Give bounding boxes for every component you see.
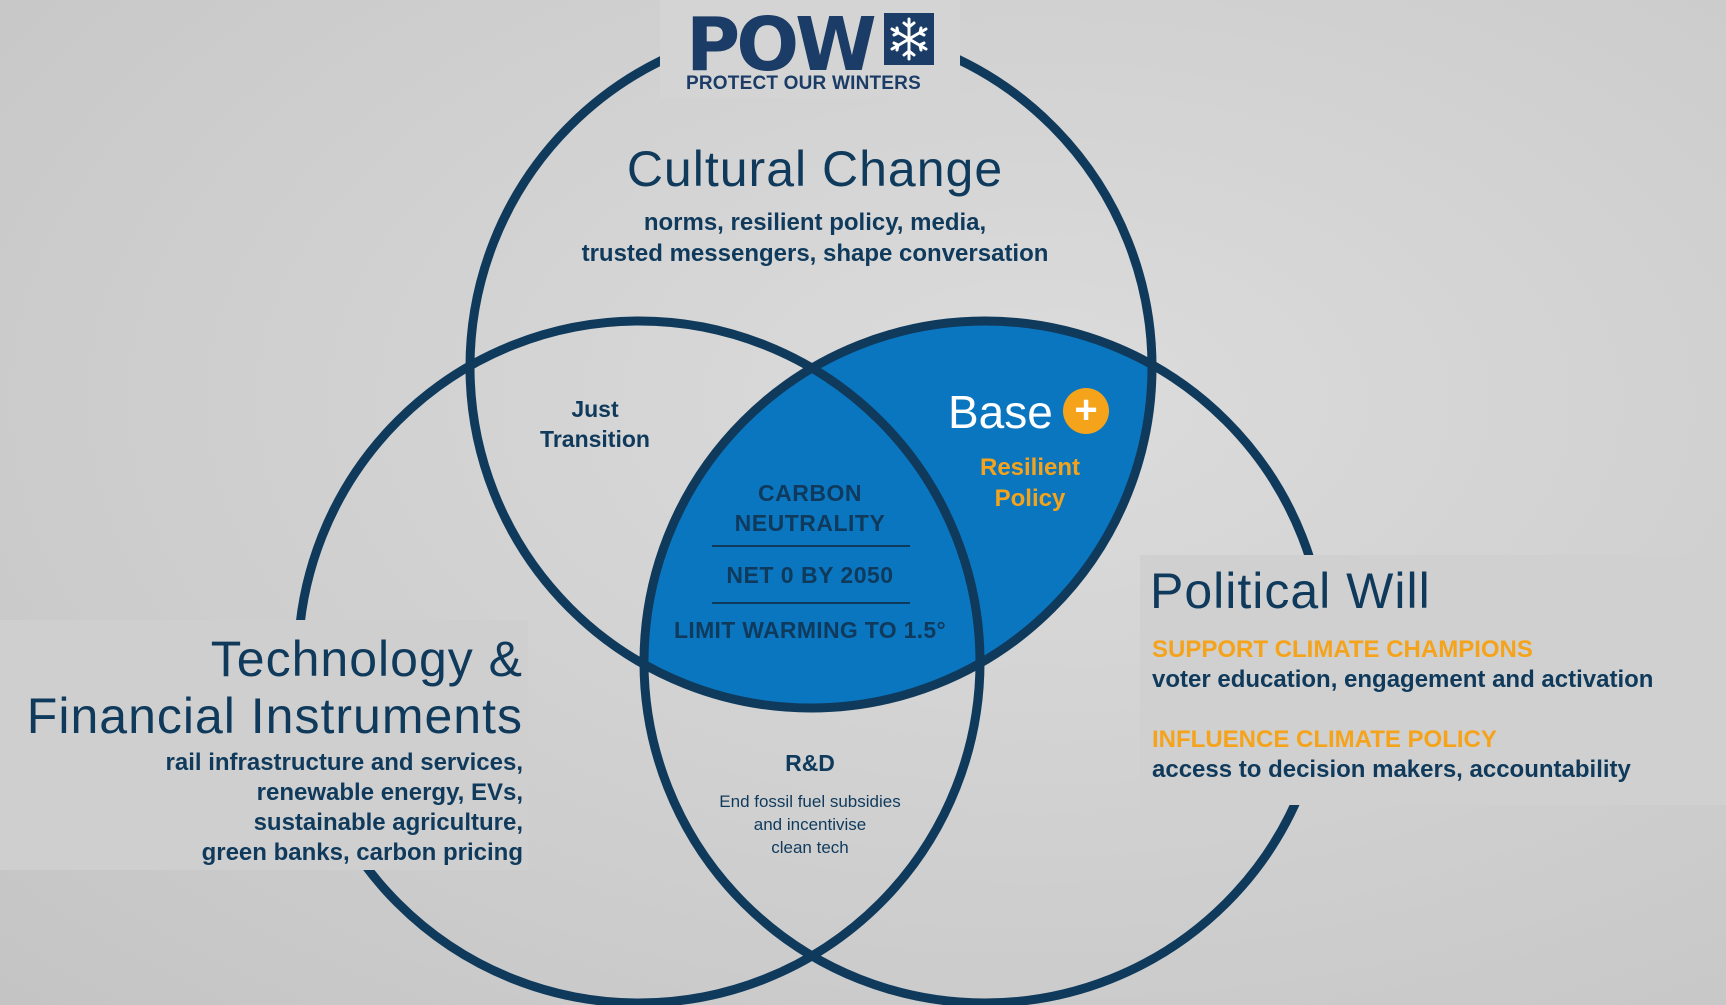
logo-wordmark: POW [686, 2, 877, 88]
cultural-change-title: Cultural Change [626, 141, 1004, 197]
cultural-change-subtitle: norms, resilient policy, media, trusted … [520, 207, 1110, 269]
technology-subtitle-line: sustainable agriculture, [253, 809, 523, 836]
technology-subtitle-line: green banks, carbon pricing [201, 839, 523, 866]
rd-title: R&D [785, 750, 835, 776]
political-will-title: Political Will [1150, 563, 1431, 619]
political-item-text: access to decision makers, accountabilit… [1152, 756, 1631, 783]
just-transition-label: Just Transition [510, 394, 680, 454]
policy-line: Policy [994, 485, 1066, 512]
technology-title-line: Financial Instruments [26, 688, 523, 744]
center-divider [712, 545, 910, 547]
center-divider [712, 602, 910, 604]
neutrality-line: NEUTRALITY [734, 510, 886, 536]
political-item-text: voter education, engagement and activati… [1152, 666, 1654, 693]
plus-badge-icon: + [1063, 388, 1109, 434]
technology-subtitle-line: rail infrastructure and services, [165, 749, 524, 776]
technology-subtitle-line: renewable energy, EVs, [256, 779, 523, 806]
carbon-neutrality-label: CARBON NEUTRALITY [650, 478, 970, 538]
net-zero-label: NET 0 BY 2050 [726, 562, 894, 588]
rd-subtitle: End fossil fuel subsidies and incentivis… [690, 790, 930, 859]
cultural-subtitle-line: norms, resilient policy, media, [643, 209, 987, 236]
just-transition-line: Just [571, 396, 619, 422]
cultural-subtitle-line: trusted messengers, shape conversation [581, 240, 1049, 267]
rd-subtitle-line: clean tech [771, 838, 849, 857]
resilient-line: Resilient [979, 454, 1081, 481]
tech-text-backdrop [0, 620, 528, 870]
technology-subtitle: rail infrastructure and services, renewa… [166, 748, 524, 868]
political-item-heading: INFLUENCE CLIMATE POLICY [1152, 726, 1497, 753]
base-title: Base [948, 386, 1053, 438]
rd-subtitle-line: and incentivise [753, 815, 867, 834]
snowflake-icon [884, 13, 934, 65]
limit-warming-label: LIMIT WARMING TO 1.5° [674, 617, 946, 643]
logo-tagline: PROTECT OUR WINTERS [686, 73, 921, 94]
rd-subtitle-line: End fossil fuel subsidies [719, 792, 901, 811]
technology-title-line: Technology & [210, 631, 523, 687]
political-text-backdrop [1140, 555, 1726, 805]
political-item-heading: SUPPORT CLIMATE CHAMPIONS [1152, 636, 1533, 663]
carbon-line: CARBON [758, 480, 862, 506]
resilient-policy-label: Resilient Policy [940, 452, 1120, 514]
just-transition-line: Transition [540, 426, 650, 452]
